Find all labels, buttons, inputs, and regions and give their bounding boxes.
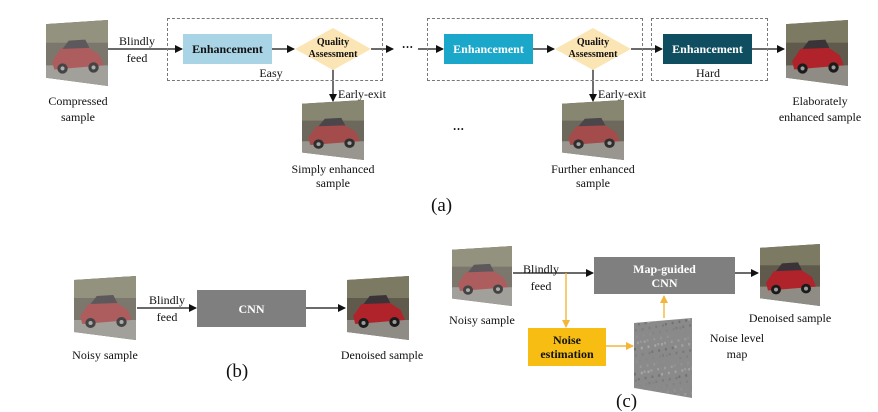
noisy-sample-image-c bbox=[452, 246, 512, 306]
denoised-sample-image-b bbox=[347, 276, 409, 340]
qa2-line2: Assessment bbox=[568, 49, 618, 60]
panel-a-caption: (a) bbox=[431, 195, 453, 216]
pipeline-continuation-dots: ••• bbox=[402, 43, 414, 52]
sample-picture bbox=[452, 246, 512, 306]
denoised-sample-label-c: Denoised sample bbox=[748, 311, 832, 325]
blindly-feed-label-b-1: Blindly bbox=[148, 293, 185, 307]
map-guided-cnn-line2: CNN bbox=[651, 275, 678, 290]
sample-picture bbox=[760, 244, 820, 306]
cnn-block-b: CNN bbox=[197, 290, 306, 327]
panel-c-caption: (c) bbox=[616, 391, 638, 412]
further-enhanced-label-2: sample bbox=[576, 176, 610, 190]
enhancement-block-hard: Enhancement bbox=[663, 34, 752, 64]
noise-level-map-label-2: map bbox=[726, 347, 748, 361]
blindly-feed-label-b-2: feed bbox=[156, 310, 178, 324]
blindly-feed-label-a-2: feed bbox=[126, 51, 148, 65]
panel-b-caption: (b) bbox=[226, 361, 249, 382]
sample-picture bbox=[46, 20, 108, 86]
sample-picture bbox=[562, 100, 624, 160]
quality-assessment-block-1: Quality Assessment bbox=[294, 27, 372, 71]
early-exit-label-1: Early-exit bbox=[338, 87, 386, 101]
elaborately-label-1: Elaborately bbox=[792, 94, 848, 108]
blindly-feed-label-c-2: feed bbox=[530, 279, 552, 293]
compressed-sample-label-1: Compressed bbox=[48, 94, 108, 108]
qa1-line2: Assessment bbox=[308, 49, 358, 60]
compressed-sample-label-2: sample bbox=[61, 110, 95, 124]
easy-label: Easy bbox=[259, 66, 283, 80]
noisy-sample-label-b: Noisy sample bbox=[72, 348, 138, 362]
denoised-sample-image-c bbox=[760, 244, 820, 306]
sample-picture bbox=[74, 276, 136, 340]
elaborately-enhanced-sample-image bbox=[786, 20, 848, 86]
qa1-line1: Quality bbox=[316, 37, 350, 48]
noisy-sample-image-b bbox=[74, 276, 136, 340]
noisy-sample-label-c: Noisy sample bbox=[449, 313, 515, 327]
simply-enhanced-label-2: sample bbox=[316, 176, 350, 190]
sample-picture bbox=[302, 100, 364, 160]
quality-diamond-shape-2 bbox=[555, 28, 631, 70]
easy-stage-frame bbox=[167, 18, 383, 81]
sample-picture bbox=[634, 318, 692, 398]
enhancement-block-mid: Enhancement bbox=[444, 34, 533, 64]
map-guided-cnn-line1: Map-guided bbox=[633, 261, 696, 276]
early-exit-label-2: Early-exit bbox=[598, 87, 646, 101]
denoised-sample-label-b: Denoised sample bbox=[340, 348, 424, 362]
hard-stage-frame bbox=[651, 18, 768, 81]
noise-estimation-line1: Noise bbox=[553, 333, 581, 347]
noise-level-map-image bbox=[634, 318, 692, 398]
qa2-line1: Quality bbox=[576, 37, 610, 48]
noise-estimation-block: Noise estimation bbox=[528, 328, 606, 366]
further-enhanced-label-1: Further enhanced bbox=[551, 162, 635, 176]
enhancement-block-easy: Enhancement bbox=[183, 34, 272, 64]
noise-estimation-line2: estimation bbox=[540, 347, 594, 361]
blindly-feed-label-c-1: Blindly bbox=[522, 262, 559, 276]
simply-enhanced-label-1: Simply enhanced bbox=[291, 162, 375, 176]
further-enhanced-sample-image bbox=[562, 100, 624, 160]
quality-diamond-shape-1 bbox=[295, 28, 371, 70]
mid-stage-frame bbox=[427, 18, 643, 81]
elaborately-label-2: enhanced sample bbox=[778, 110, 862, 124]
map-guided-cnn-block: Map-guided CNN bbox=[594, 257, 735, 294]
hard-label: Hard bbox=[696, 66, 720, 80]
blindly-feed-label-a-1: Blindly bbox=[118, 34, 155, 48]
sample-picture bbox=[786, 20, 848, 86]
quality-assessment-block-2: Quality Assessment bbox=[554, 27, 632, 71]
compressed-sample-image bbox=[46, 20, 108, 86]
noise-level-map-label-1: Noise level bbox=[709, 331, 765, 345]
intermediate-continuation-dots: ••• bbox=[453, 125, 465, 134]
simply-enhanced-sample-image bbox=[302, 100, 364, 160]
sample-picture bbox=[347, 276, 409, 340]
